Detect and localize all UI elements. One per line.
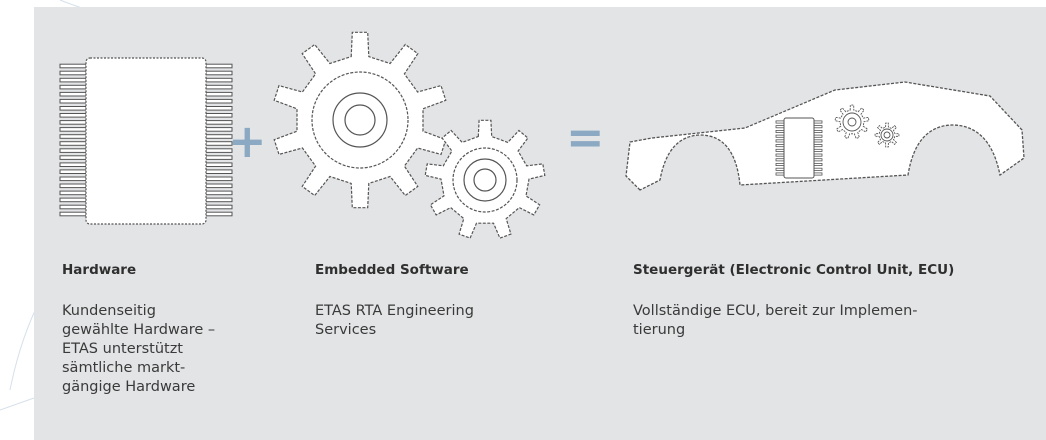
chip-pin	[813, 120, 823, 124]
gears-icon	[273, 31, 546, 239]
chip-pin	[813, 158, 823, 162]
chip-pin	[205, 77, 233, 83]
chip-pin	[813, 144, 823, 148]
chip-pin	[59, 106, 87, 111]
chip-pin	[813, 162, 823, 166]
chip-pin	[205, 211, 233, 217]
chip-pin	[775, 120, 785, 124]
chip-pin	[775, 129, 785, 133]
chip-pin	[775, 139, 785, 143]
chip-pin	[813, 139, 823, 143]
chip-pin	[813, 129, 823, 133]
chip-pin	[205, 98, 233, 104]
chip-pin	[775, 158, 785, 162]
chip-pin	[59, 183, 87, 189]
chip-pin	[59, 169, 87, 174]
chip-pin	[205, 176, 233, 182]
chip-pin	[813, 134, 823, 138]
chip-pin	[59, 134, 87, 139]
chip-pin	[775, 162, 785, 166]
chip-pin	[775, 172, 785, 176]
chip-pin	[59, 211, 87, 217]
ecu-description: Vollständige ECU, bereit zur Implemen- t…	[633, 303, 918, 338]
chip-pin	[205, 190, 233, 196]
hardware-description: Kundenseitig gewählte Hardware – ETAS un…	[62, 303, 216, 395]
chip-pin	[205, 169, 233, 174]
chip-pin	[59, 197, 87, 203]
chip-pin	[59, 141, 87, 146]
chip-pin	[205, 70, 233, 76]
chip-pin	[59, 120, 87, 125]
chip-pin	[59, 70, 87, 76]
chip-pin	[59, 190, 87, 196]
chip-pin	[205, 84, 233, 90]
car-ecu-icon	[625, 81, 1025, 191]
chip-pin	[59, 204, 87, 210]
plus-operator: +	[228, 114, 267, 168]
chip-pin	[775, 144, 785, 148]
chip-pin	[813, 172, 823, 176]
chip-pin	[59, 77, 87, 83]
chip-pin	[205, 91, 233, 97]
chip-pin	[775, 148, 785, 152]
chip-pin	[775, 125, 785, 129]
chip-pin	[813, 125, 823, 129]
chip-pin	[59, 84, 87, 90]
hardware-title: Hardware	[62, 262, 137, 278]
chip-pin	[59, 155, 87, 160]
chip-pin	[775, 153, 785, 157]
chip-pin	[205, 106, 233, 111]
equals-operator: =	[566, 110, 605, 164]
chip-pin	[59, 176, 87, 182]
chip-pin	[59, 162, 87, 167]
chip-pin	[775, 134, 785, 138]
chip-pin	[205, 204, 233, 210]
chip-pin	[59, 98, 87, 104]
software-description: ETAS RTA Engineering Services	[315, 303, 474, 338]
microchip-icon	[59, 57, 233, 225]
chip-pin	[813, 148, 823, 152]
chip-pin	[59, 113, 87, 118]
chip-pin	[813, 167, 823, 171]
chip-pin	[59, 63, 87, 69]
ecu-title: Steuergerät (Electronic Control Unit, EC…	[633, 262, 955, 278]
chip-pin	[59, 127, 87, 132]
chip-pin	[205, 183, 233, 189]
chip-pin	[205, 197, 233, 203]
chip-pin	[813, 153, 823, 157]
chip-pin	[205, 63, 233, 69]
chip-pin	[775, 167, 785, 171]
chip-pin	[59, 148, 87, 153]
chip-pin	[59, 91, 87, 97]
software-title: Embedded Software	[315, 262, 469, 278]
